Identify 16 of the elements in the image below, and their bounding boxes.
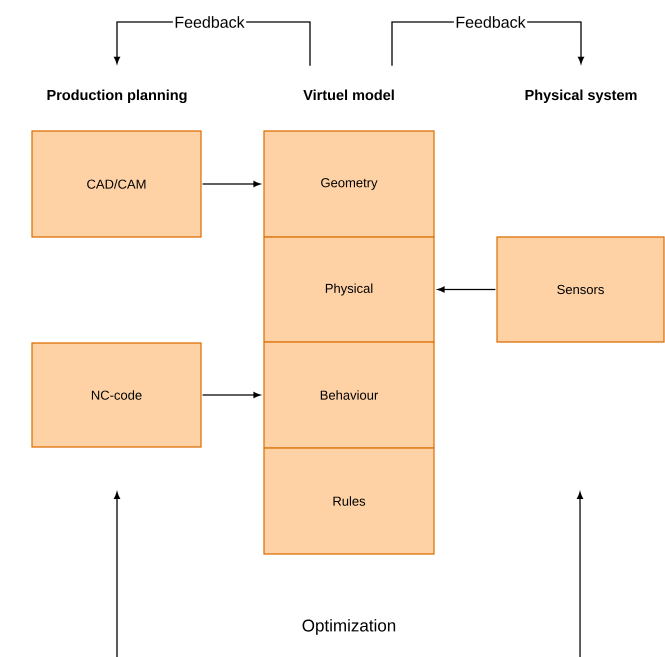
arrow <box>202 181 260 187</box>
process-box: Sensors <box>496 236 665 343</box>
column-heading: Physical system <box>526 90 636 104</box>
edge-label: Feedback <box>172 14 246 30</box>
column-heading: Production planning <box>48 90 187 104</box>
process-box: Rules <box>263 447 435 555</box>
process-box: CAD/CAM <box>31 130 202 238</box>
column-heading: Virtuel model <box>303 90 394 100</box>
arrow <box>202 392 260 398</box>
process-box: Behaviour <box>263 341 435 449</box>
process-box: Physical <box>263 236 435 343</box>
process-box: Geometry <box>263 130 435 238</box>
arrow <box>438 286 496 292</box>
process-box: NC-code <box>31 342 202 448</box>
label-text: Optimization <box>302 619 396 635</box>
edge-label: Feedback <box>454 14 528 30</box>
